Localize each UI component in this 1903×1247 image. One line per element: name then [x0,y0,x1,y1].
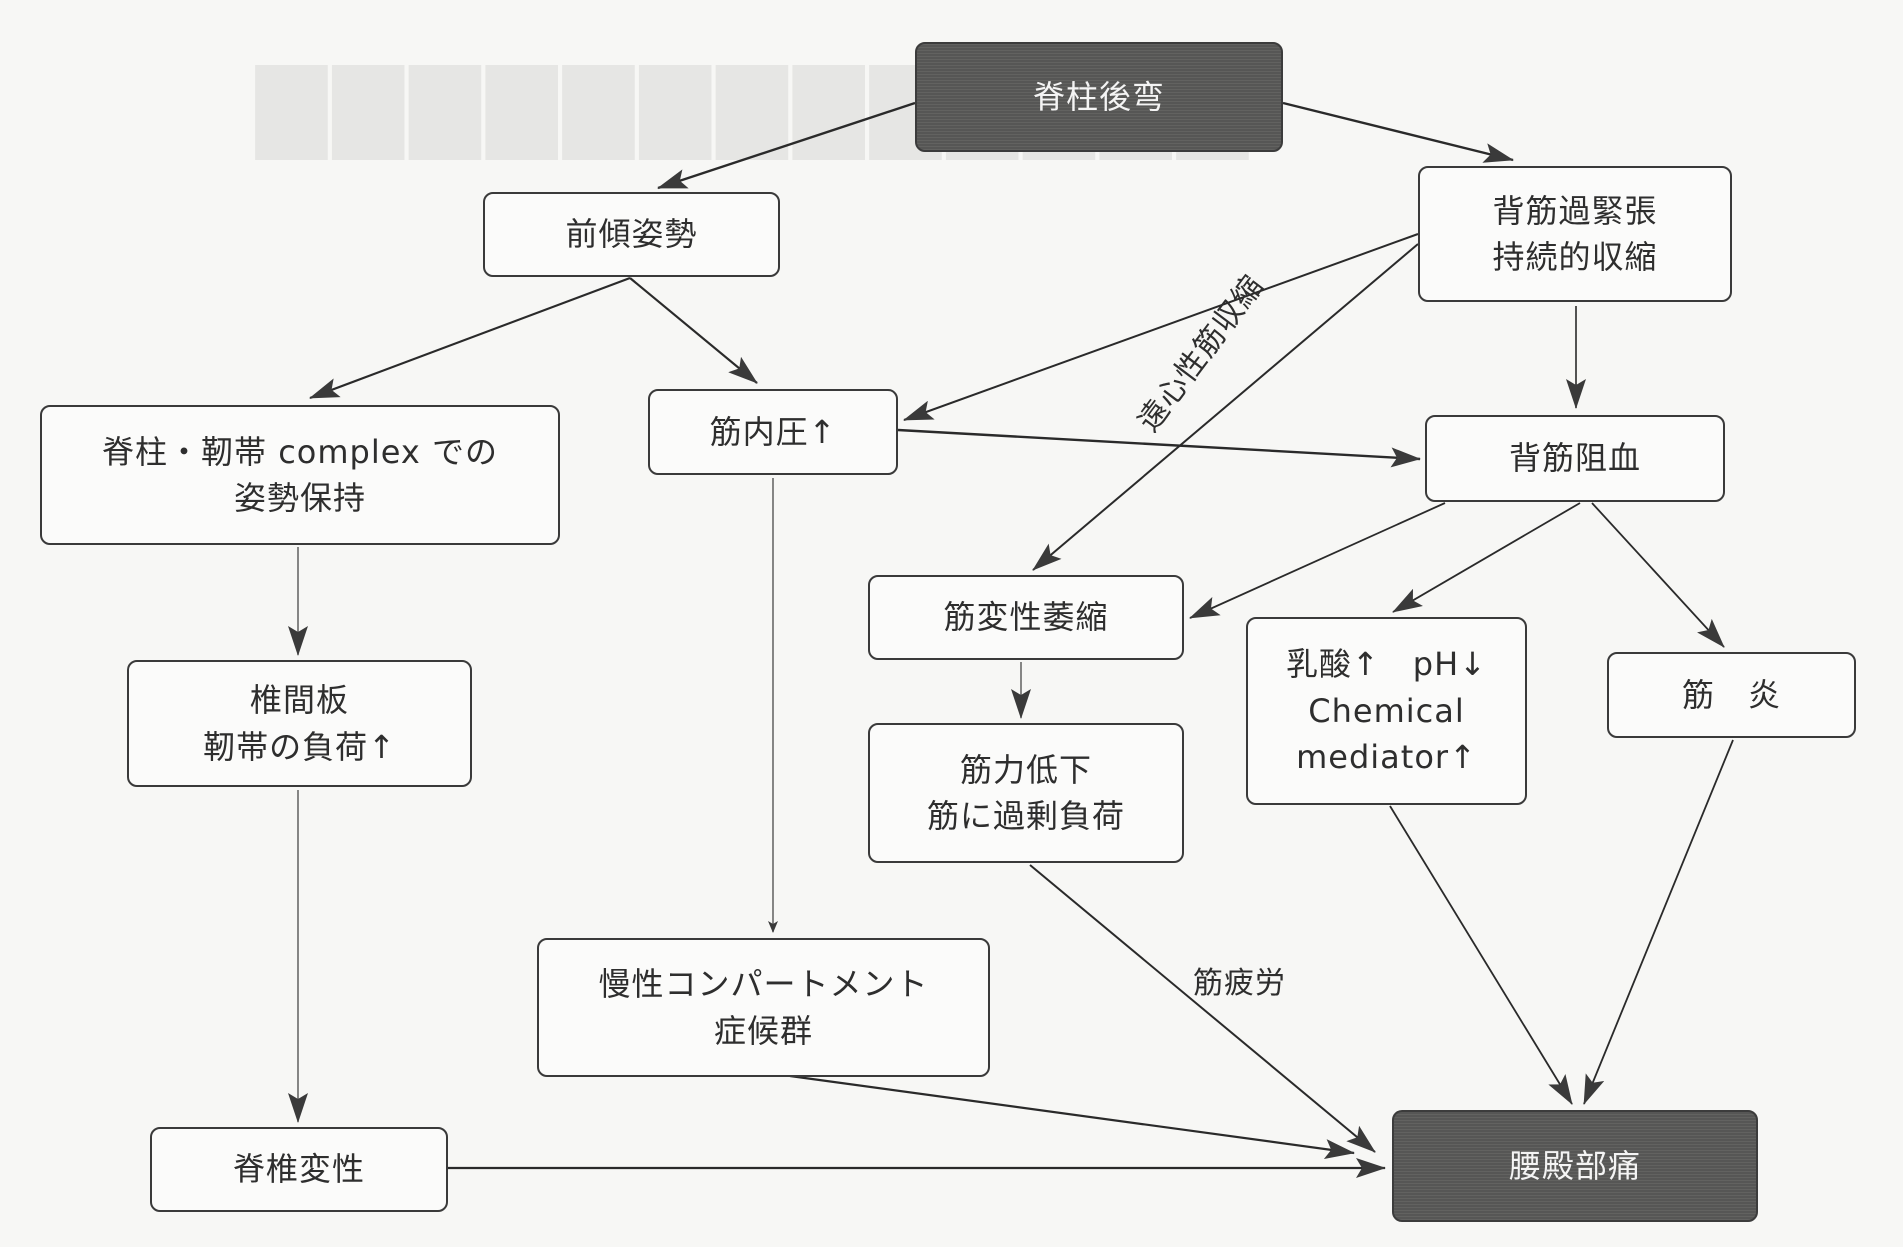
edge-kyphosis-to-back-hypertonus [1282,101,1514,163]
node-spinal-degeneration[interactable]: 脊椎変性 [150,1127,448,1212]
node-forward-lean-posture[interactable]: 前傾姿勢 [483,192,780,277]
edge-compartment-to-low-back-pain [789,1074,1355,1159]
node-label: 筋 炎 [1681,675,1781,714]
edge-intramuscular-pressure-to-back-ischemia [897,428,1421,468]
node-label: 筋内圧↑ [709,412,837,451]
edge-back-ischemia-to-chemical [1392,502,1581,613]
node-label-line-1: 乳酸↑ pH↓ [1285,645,1487,684]
node-chronic-compartment-syndrome[interactable]: 慢性コンパートメント 症候群 [537,938,990,1077]
node-label-line-1: 脊柱・靭帯 complex での [102,432,498,471]
node-label-line-3: mediator↑ [1296,738,1477,777]
node-label-line-1: 背筋過緊張 [1492,191,1658,230]
node-label: 前傾姿勢 [565,215,698,254]
node-label-line-2: 持続的収縮 [1492,238,1658,276]
node-myositis[interactable]: 筋 炎 [1607,652,1856,738]
node-label-line-1: 椎間板 [249,681,349,720]
node-chemical-mediator[interactable]: 乳酸↑ pH↓ Chemical mediator↑ [1246,617,1527,805]
node-label-line-1: 筋力低下 [959,750,1092,789]
edge-myositis-to-low-back-pain [1583,739,1734,1105]
edge-forward-lean-to-intramuscular-pressure [629,277,758,384]
edge-chemical-to-low-back-pain [1389,805,1573,1105]
node-label-line-2: 靭帯の負荷↑ [203,727,396,766]
node-back-muscle-ischemia[interactable]: 背筋阻血 [1425,415,1725,502]
edge-label-muscle-fatigue: 筋疲労 [1193,966,1286,1001]
edge-back-hypertonus-to-muscle-atrophy [1032,243,1419,571]
edge-weakness-to-low-back-pain [1029,864,1376,1153]
node-label: 背筋阻血 [1508,439,1641,478]
node-disc-ligament-load[interactable]: 椎間板 靭帯の負荷↑ [127,660,472,787]
node-muscle-weakness-overload[interactable]: 筋力低下 筋に過剰負荷 [868,723,1184,863]
edge-forward-lean-to-complex-posture [309,276,631,400]
node-label: 筋変性萎縮 [943,598,1109,637]
edge-back-ischemia-to-muscle-atrophy [1189,502,1446,619]
node-low-back-buttock-pain[interactable]: 腰殿部痛 [1392,1110,1758,1222]
node-back-muscle-hypertonus[interactable]: 背筋過緊張 持続的収縮 [1418,166,1732,302]
node-label-line-2: 症候群 [713,1011,813,1050]
node-muscle-degeneration-atrophy[interactable]: 筋変性萎縮 [868,575,1184,660]
edge-back-ischemia-to-myositis [1591,502,1725,648]
node-label: 脊柱後弯 [1032,77,1165,116]
node-spinal-kyphosis[interactable]: 脊柱後弯 [915,42,1283,152]
node-label-line-2: 筋に過剰負荷 [926,797,1125,835]
node-label: 脊椎変性 [232,1150,365,1189]
node-label-line-2: Chemical [1308,691,1465,730]
node-spine-ligament-complex-posture[interactable]: 脊柱・靭帯 complex での 姿勢保持 [40,405,560,545]
edge-kyphosis-to-forward-lean [657,101,916,190]
node-label: 腰殿部痛 [1508,1146,1641,1185]
edge-back-hypertonus-to-intramuscular-pressure [903,233,1419,421]
node-label-line-1: 慢性コンパートメント [598,965,929,1004]
node-label-line-2: 姿勢保持 [233,479,366,517]
node-intramuscular-pressure[interactable]: 筋内圧↑ [648,389,898,475]
